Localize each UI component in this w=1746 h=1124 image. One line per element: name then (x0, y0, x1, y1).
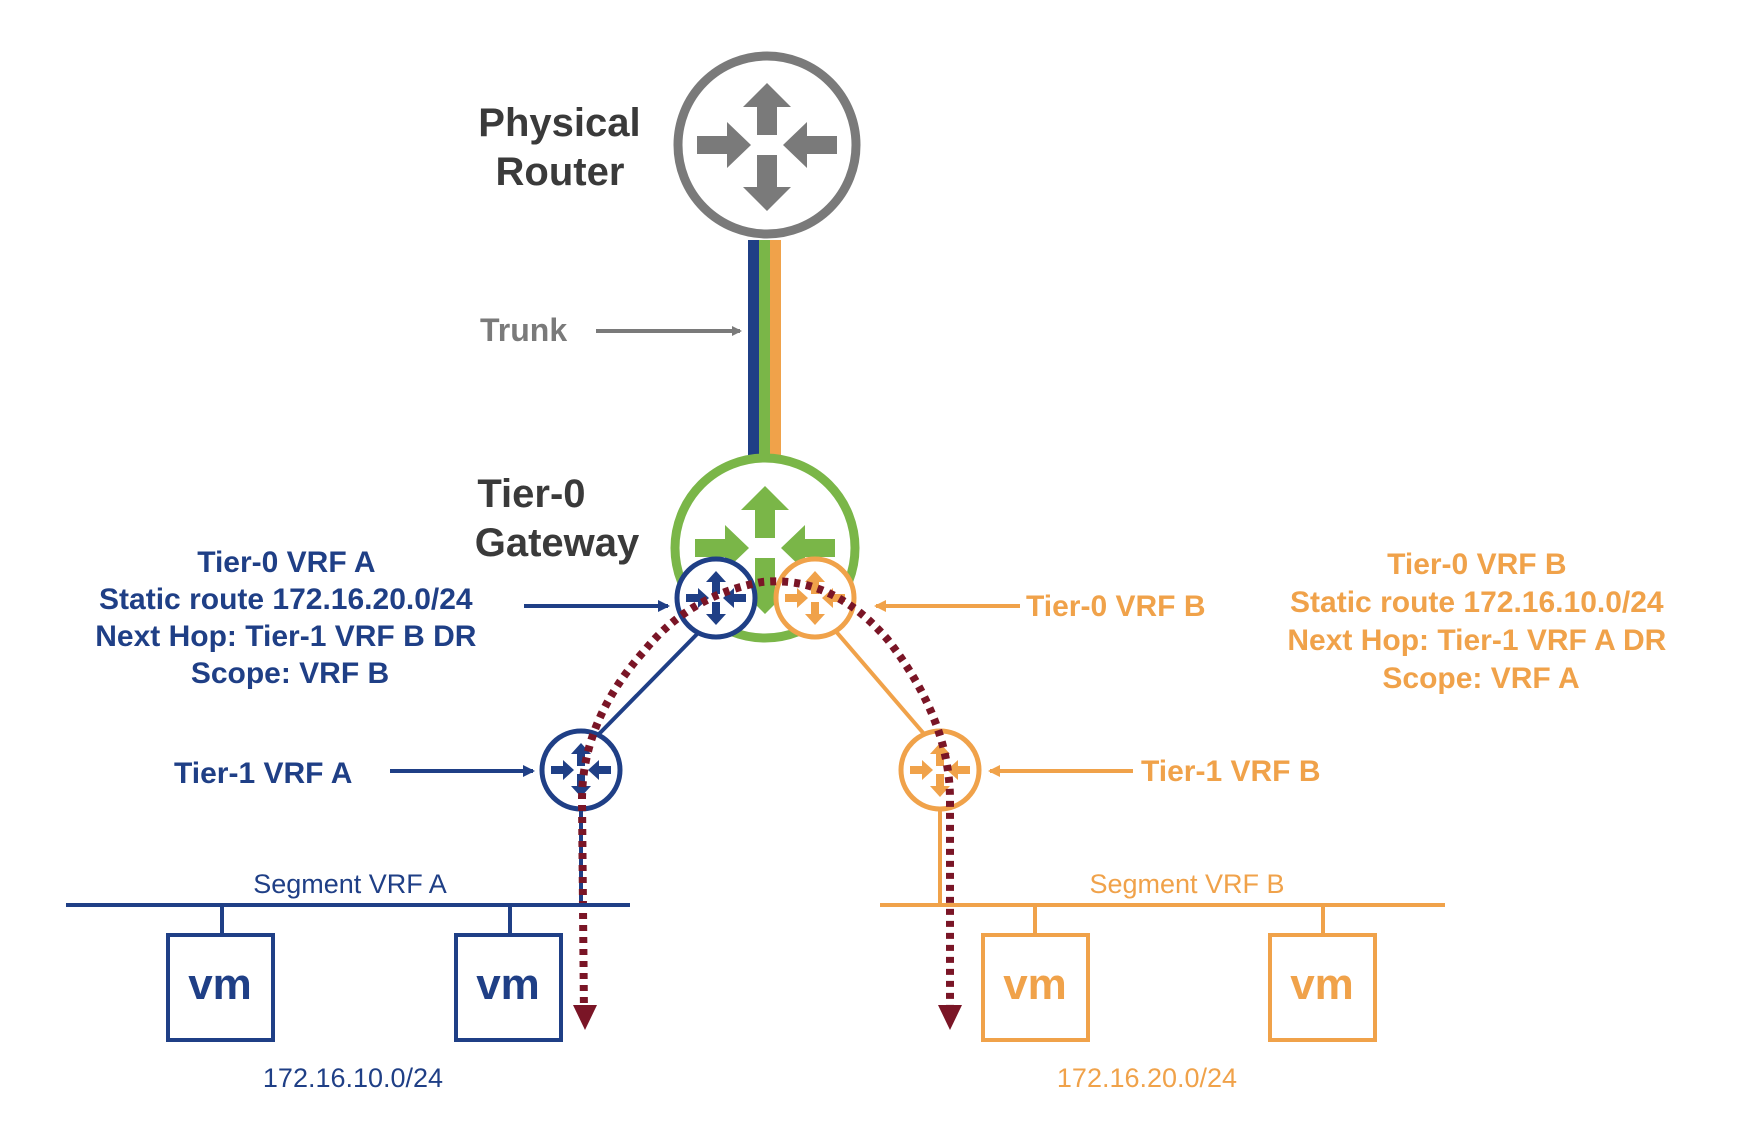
physical-router-icon (673, 51, 861, 239)
segment-vrf-b: Segment VRF B vm vm 172.16.20.0/24 (880, 869, 1445, 1093)
vm-b1-label: vm (1003, 960, 1067, 1009)
traffic-arrow-left-icon (573, 1005, 597, 1030)
vm-a2-label: vm (476, 960, 540, 1009)
tier1-vrf-b-label: Tier-1 VRF B (1141, 755, 1321, 788)
vm-a2: vm (454, 933, 563, 1042)
link-t0b-t1b (831, 626, 927, 737)
trunk-link (748, 240, 781, 462)
vm-a1-label: vm (188, 960, 252, 1009)
tier1-vrf-b-router-icon (898, 728, 982, 812)
vrf-b-info-text: Tier-0 VRF B Static route 172.16.10.0/24… (1287, 548, 1674, 695)
segment-vrf-a-label: Segment VRF A (253, 869, 447, 899)
segment-vrf-a: Segment VRF A vm vm 172.16.10.0/24 (66, 869, 630, 1093)
traffic-arrow-right-icon (938, 1005, 962, 1030)
vm-a1: vm (166, 933, 275, 1042)
vm-b1: vm (981, 933, 1090, 1042)
vm-b2-label: vm (1290, 960, 1354, 1009)
vrf-a-info-text: Tier-0 VRF A Static route 172.16.20.0/24… (95, 546, 485, 690)
tier1-vrf-a-label: Tier-1 VRF A (174, 757, 352, 790)
traffic-path (577, 577, 954, 1016)
tier0-gateway-label: Tier-0 Gateway (475, 472, 640, 565)
segment-vrf-b-label: Segment VRF B (1089, 869, 1284, 899)
vrf-b-label: Tier-0 VRF B (1026, 590, 1206, 623)
segment-vrf-a-subnet: 172.16.10.0/24 (263, 1063, 443, 1093)
link-t0a-t1a (596, 626, 705, 737)
segment-vrf-b-subnet: 172.16.20.0/24 (1057, 1063, 1237, 1093)
vm-b2: vm (1268, 933, 1377, 1042)
physical-router-label: Physical Router (478, 101, 651, 194)
trunk-label: Trunk (480, 312, 567, 348)
tier0-vrf-b-router-icon (773, 556, 857, 640)
